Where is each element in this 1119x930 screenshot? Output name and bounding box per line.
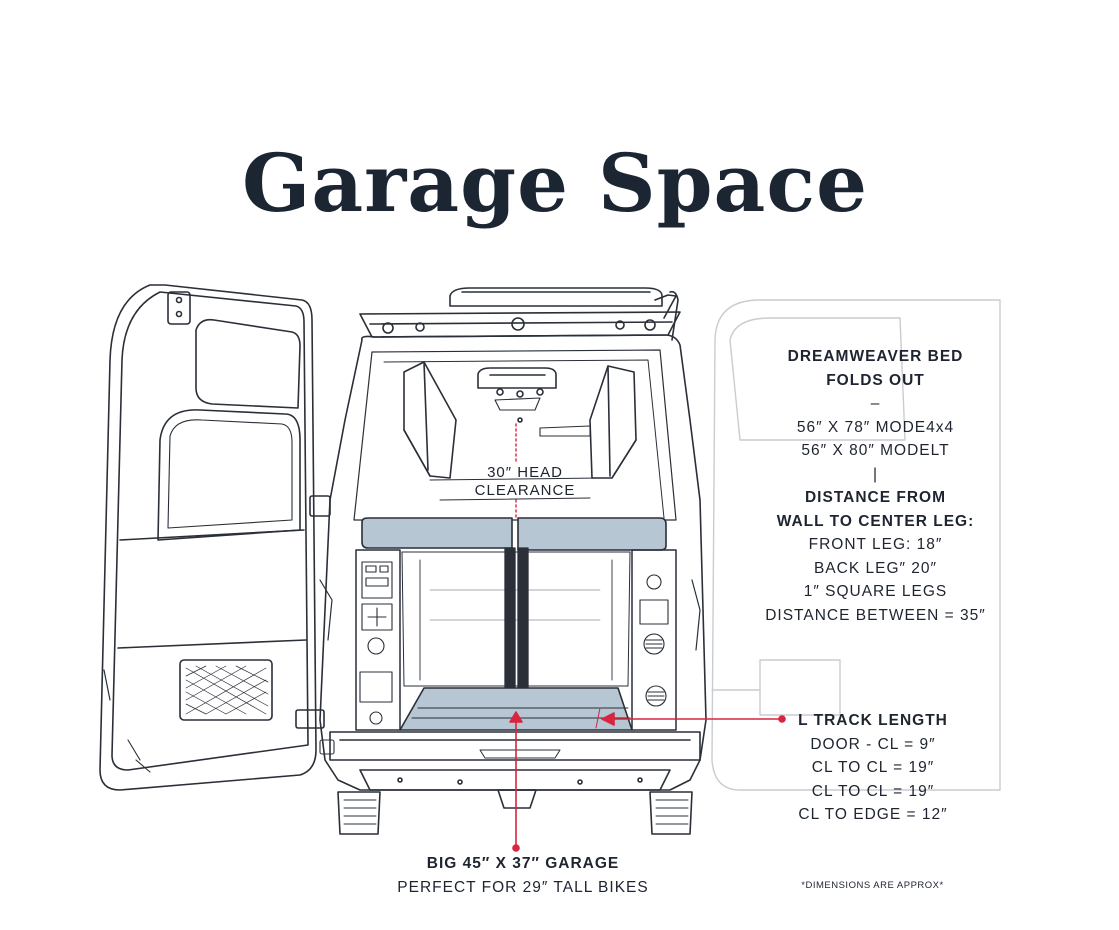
ltrack-item: CL TO CL = 19″ (811, 782, 935, 800)
right-door-ghost (711, 299, 1001, 791)
bed-divider: | (872, 465, 879, 483)
callout-lines (509, 711, 786, 852)
page-title: Garage Space (242, 136, 868, 230)
open-left-door (99, 284, 331, 791)
bed-size: 56″ X 80″ MODELT (801, 442, 950, 459)
rear-tires (337, 791, 693, 835)
garage-subline: PERFECT FOR 29″ TALL BIKES (397, 878, 649, 896)
bed-heading-line: DREAMWEAVER BED (787, 348, 964, 365)
bed-cushions (361, 517, 667, 551)
distance-item: 1″ SQUARE LEGS (803, 583, 948, 600)
upper-cabinet-right (539, 365, 637, 479)
left-panel-controls (359, 561, 393, 725)
upper-cabinet-left (403, 361, 457, 479)
distance-heading-line: WALL TO CENTER LEG: (776, 512, 975, 530)
ltrack-item: DOOR - CL = 9″ (810, 735, 936, 753)
right-panel-controls (639, 574, 669, 707)
ceiling-console (477, 367, 557, 423)
distance-heading-line: DISTANCE FROM (804, 489, 946, 506)
bed-dash: – (870, 395, 881, 412)
distance-item: FRONT LEG: 18″ (808, 536, 943, 553)
ltrack-item: CL TO EDGE = 12″ (798, 806, 948, 823)
garage-floor (399, 687, 633, 731)
bed-heading-line: FOLDS OUT (826, 371, 925, 389)
garage-info-block: BIG 45″ X 37″ GARAGE PERFECT FOR 29″ TAL… (378, 852, 668, 899)
garage-heading: BIG 45″ X 37″ GARAGE (426, 855, 620, 872)
head-clearance-label: 30″ HEAD CLEARANCE (474, 464, 576, 499)
ltrack-info-block: L TRACK LENGTH DOOR - CL = 9″ CL TO CL =… (778, 709, 968, 827)
distance-item: DISTANCE BETWEEN = 35″ (765, 606, 986, 624)
dimensions-disclaimer: *DIMENSIONS ARE APPROX* (801, 880, 944, 891)
distance-item: BACK LEG″ 20″ (813, 559, 938, 577)
van-body (319, 334, 707, 791)
roof-rack (359, 287, 681, 341)
bed-size: 56″ X 78″ MODE4x4 (796, 418, 955, 436)
ltrack-heading: L TRACK LENGTH (798, 712, 948, 729)
ltrack-item: CL TO CL = 19″ (811, 759, 935, 776)
bed-info-block: DREAMWEAVER BED FOLDS OUT – 56″ X 78″ MO… (748, 345, 1003, 627)
rear-bumper (329, 731, 701, 761)
